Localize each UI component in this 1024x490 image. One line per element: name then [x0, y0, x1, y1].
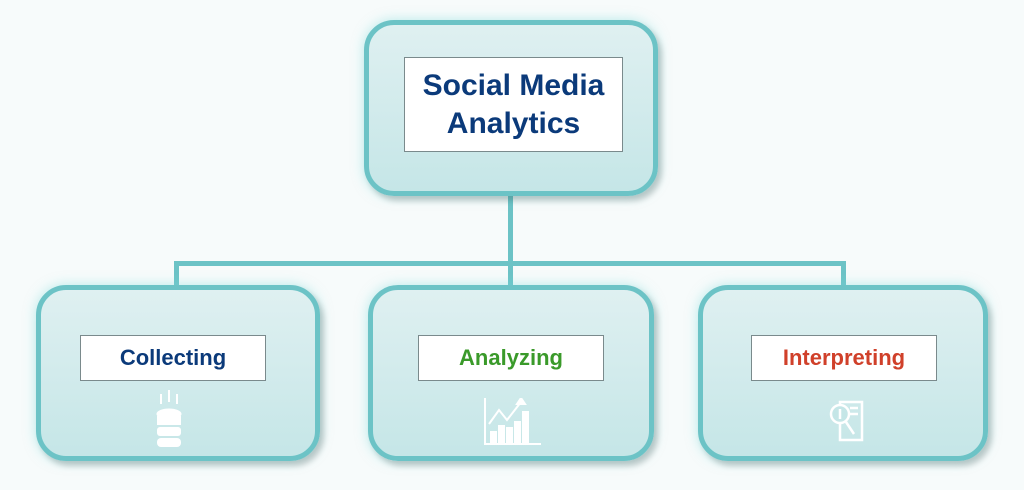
node-interpreting: Interpreting: [698, 285, 988, 461]
root-title: Social Media Analytics: [404, 57, 623, 152]
node-label-collecting: Collecting: [80, 335, 266, 381]
node-analyzing: Analyzing: [368, 285, 654, 461]
document-search-icon: [829, 400, 864, 442]
connector-middle: [508, 261, 513, 291]
growth-chart-icon: [484, 398, 541, 445]
connector-vertical: [508, 195, 513, 265]
node-label-analyzing: Analyzing: [418, 335, 604, 381]
database-upload-icon: [156, 390, 182, 447]
connector-right: [841, 261, 846, 291]
root-node: Social Media Analytics: [364, 20, 658, 196]
node-collecting: Collecting: [36, 285, 320, 461]
connector-left: [174, 261, 179, 291]
node-label-interpreting: Interpreting: [751, 335, 937, 381]
